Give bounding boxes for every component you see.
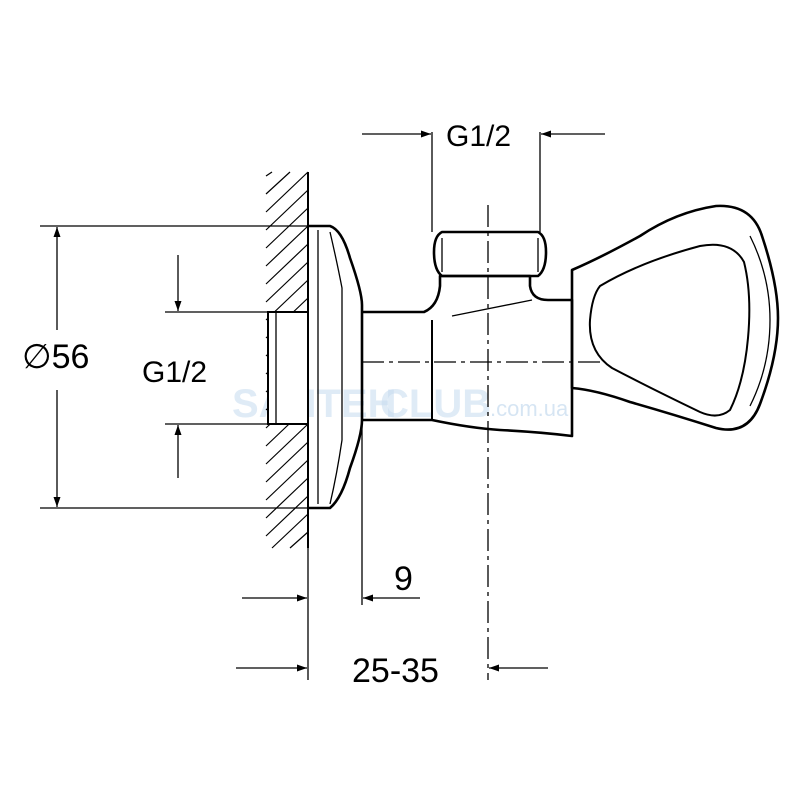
flange-inner-contour [329, 231, 343, 505]
escutcheon-flange [308, 224, 364, 510]
wall-thread-dimension: G1/2 [142, 255, 268, 478]
outlet-thread-label: G1/2 [446, 120, 511, 153]
valve-handle [570, 204, 780, 431]
outlet-thread-dimension: G1/2 [362, 120, 605, 232]
flange-depth-dimension: 9 [242, 420, 420, 680]
hatch-line [265, 171, 291, 195]
valve-body [362, 274, 574, 438]
handle-rim [749, 235, 771, 407]
center-lines [362, 205, 600, 680]
projection-label: 25-35 [352, 652, 439, 690]
hatch-line [265, 171, 309, 213]
inlet-pipe-body [267, 311, 309, 425]
watermark-brand-a: SANTEH [232, 382, 396, 426]
hatch-line [265, 495, 309, 537]
watermark-domain: .com.ua [490, 396, 569, 421]
hatch-line [265, 477, 309, 519]
hatch-line [265, 207, 309, 249]
wall-thread-label: G1/2 [142, 356, 207, 389]
handle-inner-contour [588, 243, 751, 417]
hatch-line [265, 423, 309, 465]
hatch-line [265, 459, 309, 501]
hatch-line [271, 513, 309, 549]
valve-body-outline [362, 274, 574, 438]
hatch-line [265, 171, 273, 177]
hatch-line [289, 531, 309, 549]
diameter-dimension: ∅56 [22, 225, 308, 509]
outlet-nut-outline [432, 230, 548, 278]
hatch-line [265, 243, 309, 285]
hatch-line [265, 225, 309, 267]
hatch-line [265, 261, 309, 303]
flange-outline [308, 224, 364, 510]
pipe-mask [267, 311, 308, 425]
watermark-brand-b: CLUB [380, 382, 491, 426]
watermark: SANTEH CLUB .com.ua [232, 382, 569, 426]
wall-hatching [265, 171, 309, 549]
outlet-nut [432, 230, 548, 278]
hatch-line [265, 441, 309, 483]
flange-depth-label: 9 [394, 560, 413, 598]
handle-outline [570, 204, 780, 431]
wall [265, 171, 309, 549]
projection-dimension: 25-35 [236, 652, 548, 690]
hatch-line [265, 189, 309, 231]
inlet-pipe [267, 311, 309, 425]
valve-body-seam [451, 299, 533, 317]
diameter-label: ∅56 [22, 338, 89, 376]
